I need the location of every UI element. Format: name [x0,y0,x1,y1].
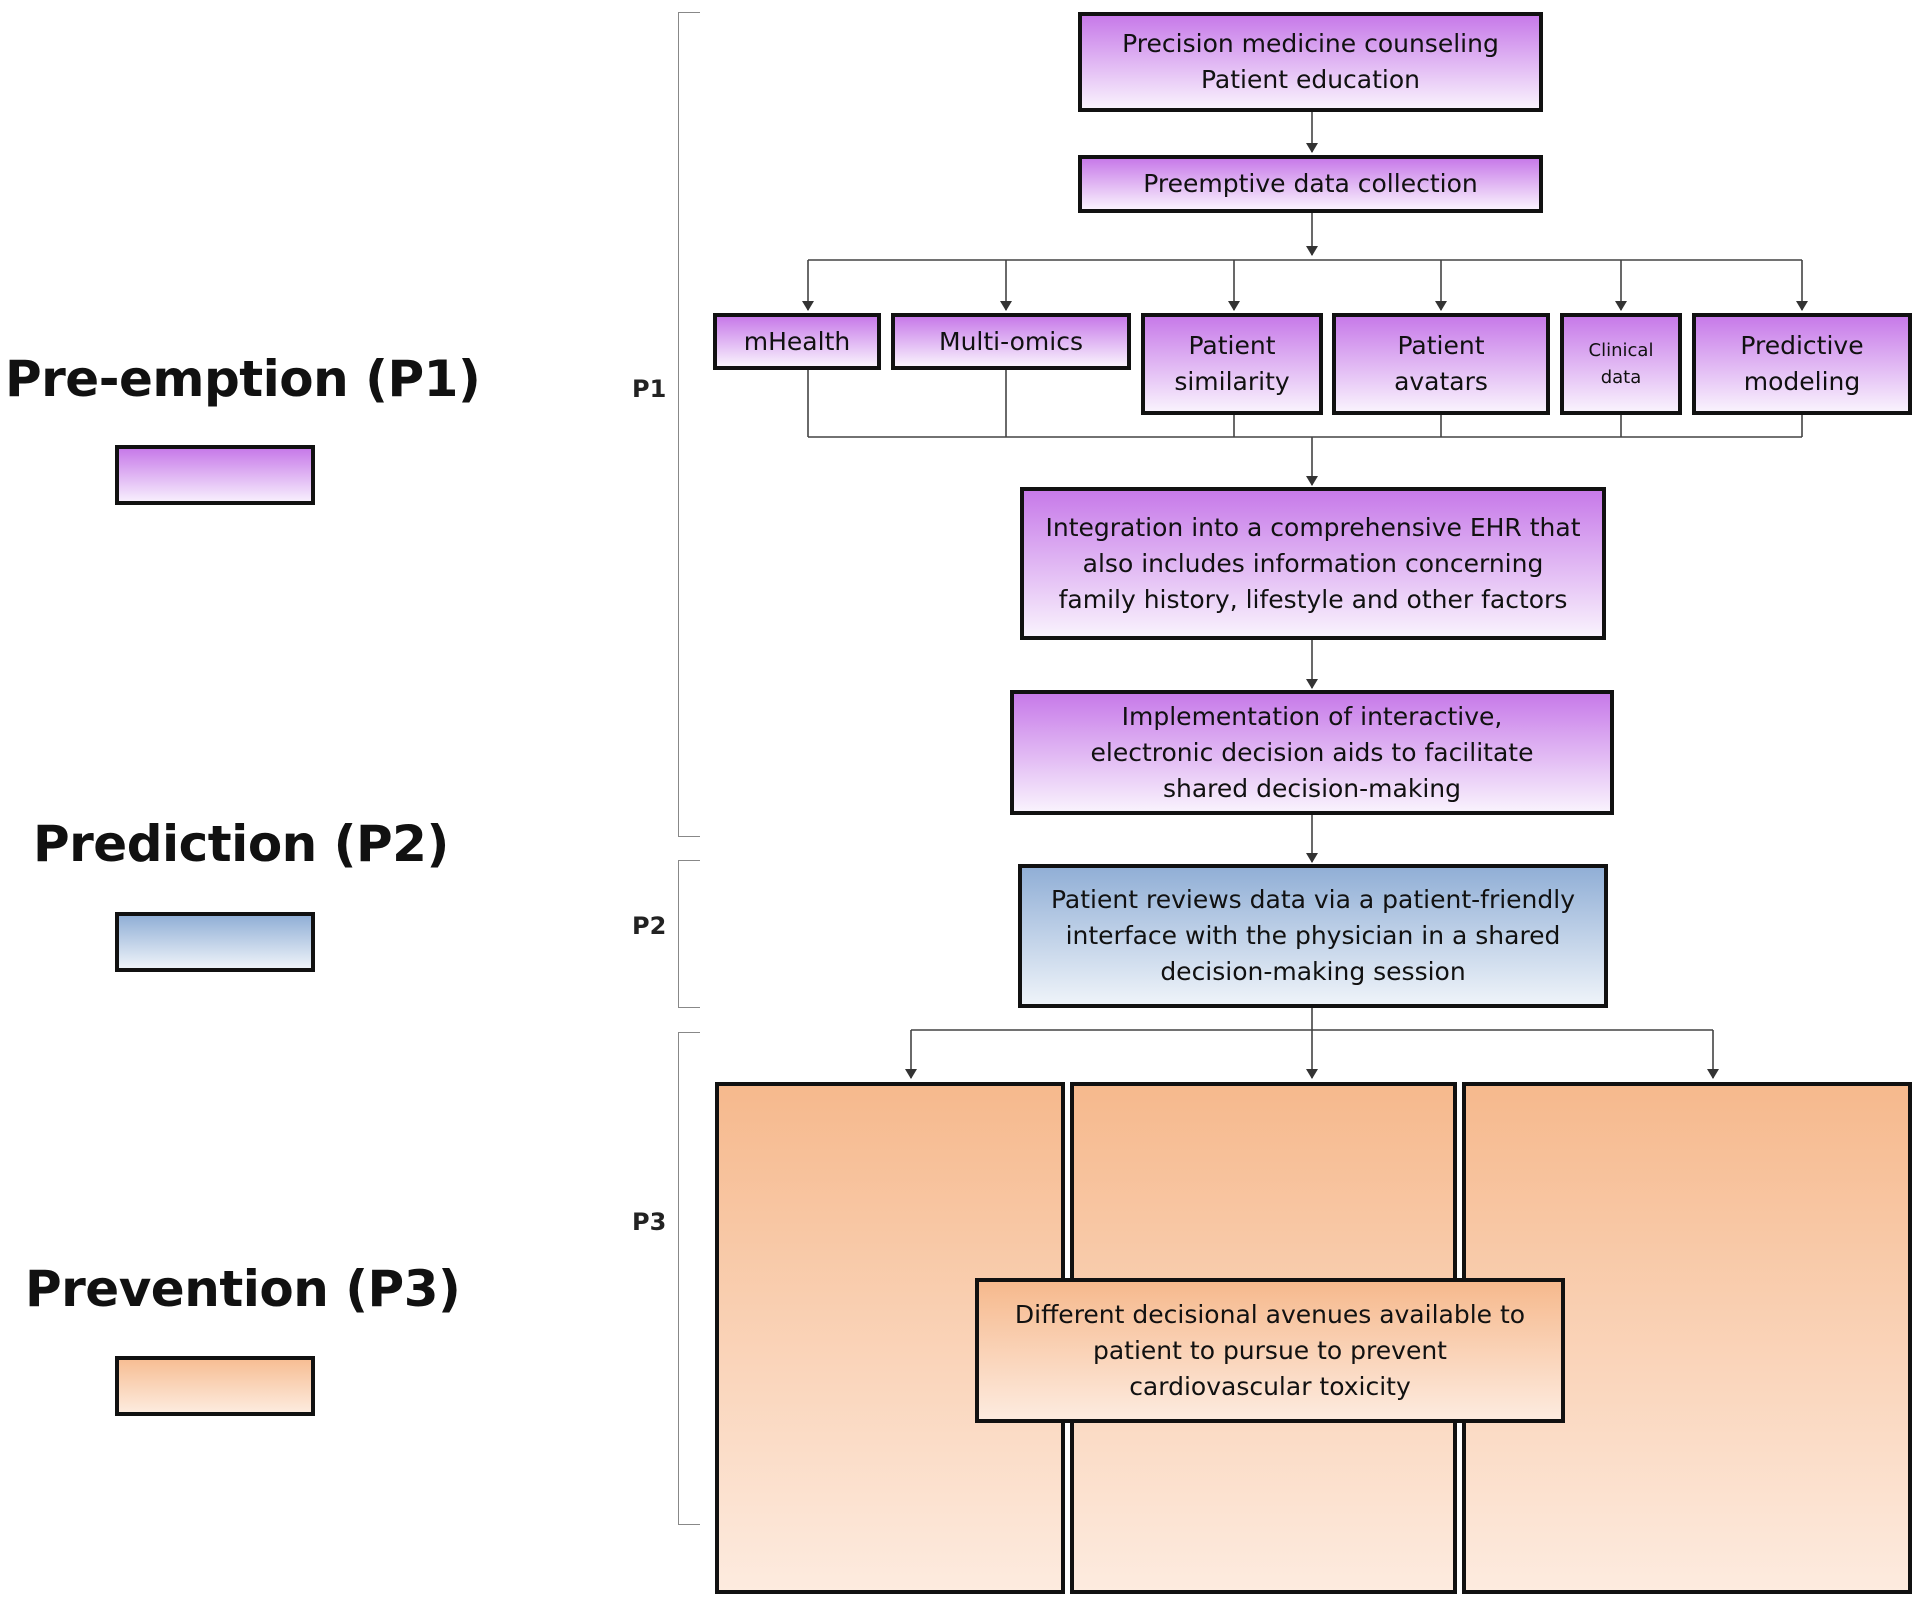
node-predictive-modeling-line2: modeling [1743,367,1861,396]
node-precision-counseling: Precision medicine counseling Patient ed… [1078,12,1543,112]
node-decisional-avenues-line3: cardiovascular toxicity [1129,1371,1411,1401]
node-patient-review-line1: Patient reviews data via a patient-frien… [1050,885,1576,914]
node-patient-avatars: Patient avatars [1332,313,1550,415]
node-mhealth: mHealth [713,313,881,370]
node-decision-aids-line1: Implementation of interactive, [1121,701,1503,731]
node-precision-counseling-line1: Precision medicine counseling [1122,29,1499,58]
node-clinical-data-line1: Clinical [1588,340,1654,361]
node-patient-review-line2: interface with the physician in a shared [1065,921,1561,950]
node-patient-avatars-line2: avatars [1394,367,1488,396]
node-patient-review-line3: decision-making session [1160,957,1466,986]
legend-title-prediction: Prediction (P2) [33,815,449,873]
node-ehr-integration-line3: family history, lifestyle and other fact… [1058,584,1568,614]
node-clinical-data-line2: data [1600,367,1642,388]
node-multi-omics: Multi-omics [891,313,1131,370]
node-clinical-data: Clinical data [1560,313,1682,415]
legend-title-prevention: Prevention (P3) [25,1260,461,1318]
node-decisional-avenues: Different decisional avenues available t… [975,1278,1565,1423]
node-mhealth-label: mHealth [743,326,851,356]
node-decision-aids-line2: electronic decision aids to facilitate [1090,737,1534,767]
legend-title-preemption: Pre-emption (P1) [5,350,481,408]
node-preemptive-data-collection: Preemptive data collection [1078,155,1543,213]
node-preemptive-data-collection-label: Preemptive data collection [1143,169,1478,198]
phase-bracket-p1 [678,12,700,837]
node-decisional-avenues-line2: patient to pursue to prevent [1092,1335,1447,1365]
node-decision-aids: Implementation of interactive, electroni… [1010,690,1614,815]
node-decisional-avenues-line1: Different decisional avenues available t… [1014,1299,1526,1329]
node-predictive-modeling-line1: Predictive [1740,331,1864,360]
phase-bracket-p3 [678,1032,700,1525]
node-decision-aids-line3: shared decision-making [1162,773,1461,803]
legend-swatch-prediction [115,912,315,972]
phase-label-p3: P3 [632,1208,667,1236]
node-precision-counseling-line2: Patient education [1200,65,1421,94]
phase-label-p1: P1 [632,375,667,403]
node-patient-similarity: Patient similarity [1141,313,1323,415]
node-patient-review: Patient reviews data via a patient-frien… [1018,864,1608,1008]
legend-swatch-prevention [115,1356,315,1416]
node-patient-avatars-line1: Patient [1397,331,1485,360]
node-patient-similarity-line2: similarity [1174,367,1290,396]
node-ehr-integration-line1: Integration into a comprehensive EHR tha… [1045,512,1581,542]
node-ehr-integration-line2: also includes information concerning [1082,548,1544,578]
node-patient-similarity-line1: Patient [1188,331,1276,360]
node-predictive-modeling: Predictive modeling [1692,313,1912,415]
legend-swatch-preemption [115,445,315,505]
phase-label-p2: P2 [632,912,667,940]
node-ehr-integration: Integration into a comprehensive EHR tha… [1020,487,1606,640]
phase-bracket-p2 [678,860,700,1008]
node-multi-omics-label: Multi-omics [939,326,1083,356]
